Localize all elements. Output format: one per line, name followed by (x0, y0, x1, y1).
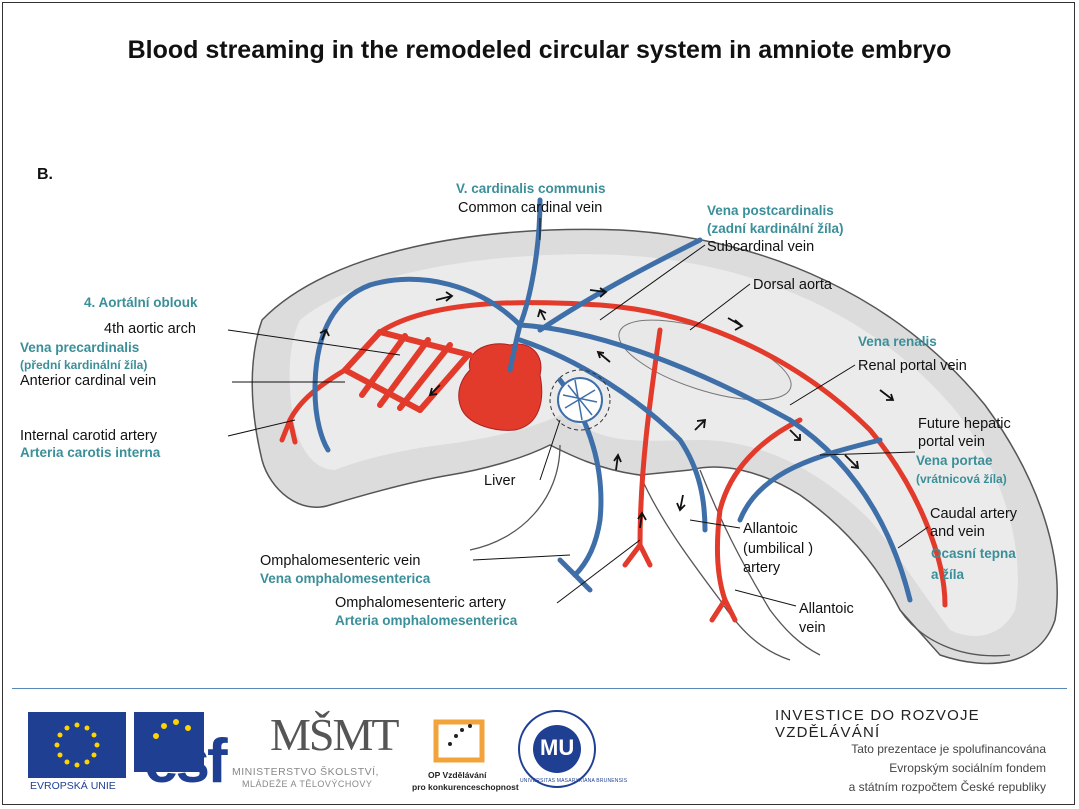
msmt-monogram: MŠMT (270, 708, 397, 761)
postcardinal-czech-sublabel: (zadní kardinální žíla) (707, 220, 844, 237)
caudal-label: Caudal artery (930, 505, 1017, 523)
internal-carotid-label: Internal carotid artery (20, 427, 157, 445)
eu-logo: EVROPSKÁ UNIE (28, 712, 126, 794)
allantoic-vein-sublabel: vein (799, 619, 826, 637)
portae-czech-label: Vena portae (916, 452, 993, 469)
op-emblem-icon (410, 712, 506, 770)
subcardinal-label: Subcardinal vein (707, 238, 814, 256)
dorsal-aorta-label: Dorsal aorta (753, 276, 832, 294)
op-sublabel: pro konkurenceschopnost (412, 782, 519, 792)
omphalo-artery-label: Omphalomesenteric artery (335, 594, 506, 612)
omphalo-artery-czech-label: Arteria omphalomesenterica (335, 612, 517, 629)
portae-czech-sublabel: (vrátnicová žíla) (916, 471, 1007, 488)
liver-label: Liver (484, 472, 515, 490)
footer-line-1: Tato prezentace je spolufinancována (851, 742, 1046, 756)
footer-line-3: a státním rozpočtem České republiky (849, 780, 1046, 794)
anterior-cardinal-label: Anterior cardinal vein (20, 372, 156, 390)
common-cardinal-label: Common cardinal vein (458, 199, 602, 217)
internal-carotid-czech-label: Arteria carotis interna (20, 444, 160, 461)
caudal-czech-label: Ocasní tepna (931, 545, 1016, 562)
op-label: OP Vzdělávání (428, 770, 486, 780)
aortic-arch-czech-label: 4. Aortální oblouk (84, 294, 198, 311)
eu-label: EVROPSKÁ UNIE (30, 780, 116, 792)
caudal-sublabel: and vein (930, 523, 985, 541)
muni-logo: MU UNIVERSITAS MASARYKIANA BRUNENSIS (516, 708, 598, 790)
common-cardinal-czech-label: V. cardinalis communis (456, 180, 606, 197)
hepatic-portal-sublabel: portal vein (918, 433, 985, 451)
aortic-arch-label: 4th aortic arch (104, 320, 196, 338)
op-logo: OP Vzdělávání pro konkurenceschopnost (410, 712, 506, 794)
allantoic-artery-sublabel: (umbilical ) (743, 540, 813, 558)
msmt-sublabel: MLÁDEŽE A TĚLOVÝCHOVY (242, 779, 372, 789)
allantoic-artery-sublabel-2: artery (743, 559, 780, 577)
postcardinal-czech-label: Vena postcardinalis (707, 202, 834, 219)
esf-logo: esf (134, 712, 226, 794)
msmt-label: MINISTERSTVO ŠKOLSTVÍ, (232, 766, 379, 778)
footer-line-2: Evropským sociálním fondem (889, 761, 1046, 775)
allantoic-artery-label: Allantoic (743, 520, 798, 538)
footer-divider (12, 688, 1067, 689)
esf-label: esf (144, 732, 225, 792)
renal-portal-label: Renal portal vein (858, 357, 967, 375)
msmt-logo: MŠMT MINISTERSTVO ŠKOLSTVÍ, MLÁDEŽE A TĚ… (232, 708, 408, 794)
omphalo-vein-czech-label: Vena omphalomesenterica (260, 570, 430, 587)
precardinal-czech-label: Vena precardinalis (20, 339, 139, 356)
footer-heading: INVESTICE DO ROZVOJE VZDĚLÁVÁNÍ (775, 707, 1079, 741)
muni-ring-text: UNIVERSITAS MASARYKIANA BRUNENSIS (520, 778, 627, 784)
muni-monogram: MU (540, 735, 574, 761)
omphalo-vein-label: Omphalomesenteric vein (260, 552, 420, 570)
caudal-czech-sublabel: a žíla (931, 566, 964, 583)
eu-flag-icon (28, 712, 126, 778)
allantoic-vein-label: Allantoic (799, 600, 854, 618)
hepatic-portal-label: Future hepatic (918, 415, 1011, 433)
renalis-czech-label: Vena renalis (858, 333, 937, 350)
